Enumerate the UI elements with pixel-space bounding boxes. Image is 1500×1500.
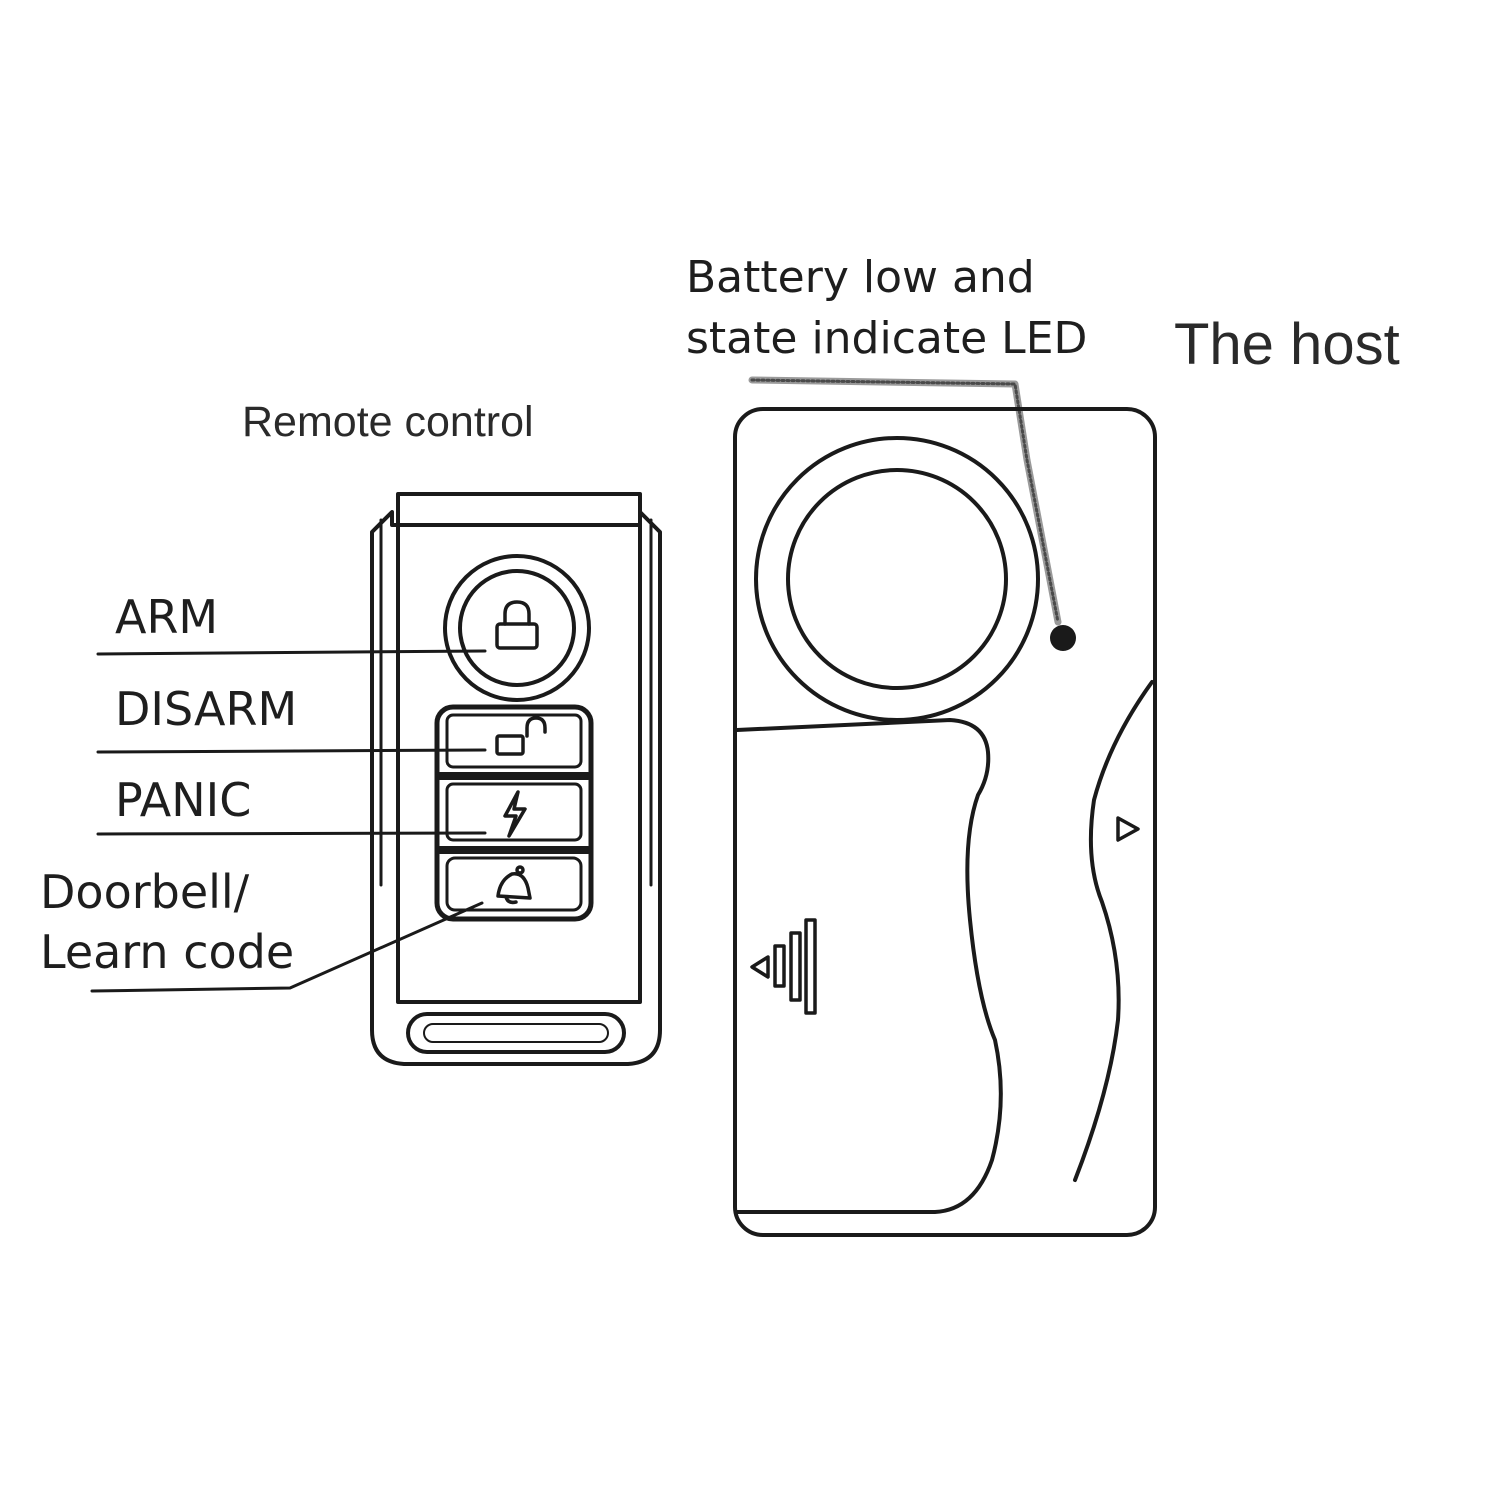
- triangle-arrow-icon: [1116, 816, 1140, 842]
- host-title: The host: [1174, 312, 1400, 377]
- bell-icon: [496, 865, 532, 905]
- panic-button[interactable]: [445, 782, 583, 842]
- remote-bottom-slot: [406, 1012, 626, 1054]
- button-stack-frame: [434, 704, 594, 922]
- remote-front-plate: [396, 492, 642, 1004]
- arm-label: ARM: [115, 590, 218, 644]
- host-side-seam: [1073, 680, 1154, 1182]
- host-body: [733, 407, 1157, 1237]
- led-label-line1: Battery low and: [686, 252, 1035, 303]
- panic-leader-line: [96, 831, 487, 836]
- host-speaker-outer: [754, 436, 1040, 722]
- doorbell-leader-line: [90, 901, 484, 993]
- doorbell-label-line1: Doorbell/: [40, 865, 250, 919]
- lock-open-icon: [495, 716, 547, 756]
- doorbell-button[interactable]: [445, 856, 583, 912]
- remote-control: [370, 492, 662, 1066]
- host-unit: [733, 407, 1157, 1237]
- disarm-label: DISARM: [115, 682, 297, 736]
- remote-bottom-slot-inner: [423, 1023, 609, 1043]
- led-indicator-icon: [1050, 625, 1076, 651]
- remote-control-title: Remote control: [242, 398, 534, 446]
- arm-button[interactable]: [443, 554, 591, 702]
- button-stack: [434, 704, 594, 922]
- arm-leader-line: [96, 649, 487, 656]
- slide-arrow-icon: [750, 918, 817, 1015]
- host-speaker-inner: [786, 468, 1008, 690]
- lightning-icon: [503, 790, 527, 838]
- disarm-leader-line: [96, 748, 487, 754]
- led-leader-line: [748, 376, 1062, 626]
- remote-outer-shell: [370, 510, 662, 1066]
- panic-label: PANIC: [115, 773, 251, 827]
- host-front-cover: [735, 718, 1003, 1214]
- doorbell-label-line2: Learn code: [40, 925, 294, 979]
- led-label-line2: state indicate LED: [686, 313, 1087, 364]
- leader-lines: [90, 649, 487, 993]
- lock-closed-icon: [495, 600, 539, 650]
- disarm-button[interactable]: [445, 713, 583, 769]
